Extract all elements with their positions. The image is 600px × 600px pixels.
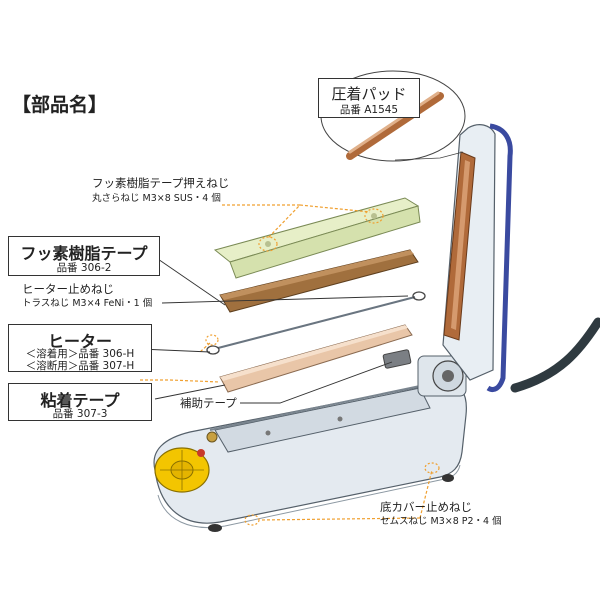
fluoro-tape-part: 品番 306-2 <box>56 262 112 274</box>
bottom-screw-markers <box>205 334 440 526</box>
adhesive-tape-label: 粘着テープ 品番 307-3 <box>8 383 152 421</box>
heater-label: ヒーター ＜溶着用＞品番 306-H ＜溶断用＞品番 307-H <box>8 324 152 372</box>
heater-title: ヒーター <box>47 332 112 351</box>
adhesive-tape <box>219 324 413 393</box>
leader-lines <box>140 204 433 521</box>
heater-line1: ＜溶着用＞品番 306-H <box>25 348 135 360</box>
page-title: 【部品名】 <box>12 94 108 116</box>
pressure-pad-title: 圧着パッド <box>331 85 407 103</box>
screw-fluoro-title: フッ素樹脂テープ押えねじ <box>92 176 230 190</box>
bottom-cover-screw-spec: セムスねじ M3×8 P2・4 個 <box>380 516 502 527</box>
temperature-dial <box>154 431 218 493</box>
leader-lines-solid <box>139 256 409 404</box>
screw-fluoro-spec: 丸さらねじ M3×8 SUS・4 個 <box>92 193 221 204</box>
heater-wire <box>206 291 426 355</box>
hinge <box>382 349 467 397</box>
heater-screw-title: ヒーター止めねじ <box>22 282 114 296</box>
aux-tape-title: 補助テープ <box>180 396 237 410</box>
tape-holder-plate <box>213 197 421 279</box>
fluoro-tape-label: フッ素樹脂テープ 品番 306-2 <box>8 236 160 276</box>
bottom-cover-screw-title: 底カバー止めねじ <box>380 500 472 514</box>
sealer-body <box>153 382 467 532</box>
heater-line2: ＜溶断用＞品番 307-H <box>25 360 135 372</box>
pressure-pad-label: 圧着パッド 品番 A1545 <box>318 78 420 118</box>
adhesive-tape-title: 粘着テープ <box>40 391 120 410</box>
upper-arm <box>442 123 513 393</box>
power-cord <box>510 317 600 393</box>
fluoro-tape-title: フッ素樹脂テープ <box>20 244 148 263</box>
adhesive-tape-part: 品番 307-3 <box>52 408 108 420</box>
heater-screw-spec: トラスねじ M3×4 FeNi・1 個 <box>22 298 153 309</box>
fluororesin-tape <box>219 249 419 313</box>
pressure-pad-part: 品番 A1545 <box>339 104 399 116</box>
